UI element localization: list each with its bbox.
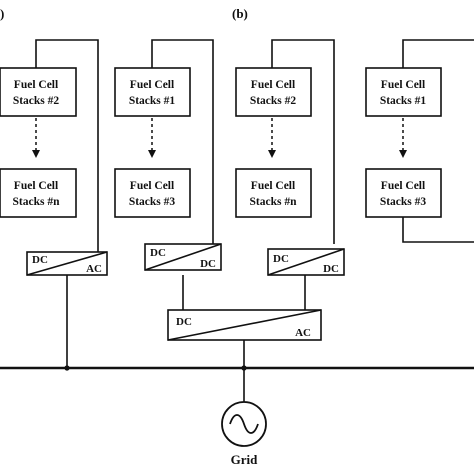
dc-dc-converter: DC DC	[267, 248, 345, 276]
column-4-arrowhead	[399, 150, 407, 158]
converter-output-label: DC	[200, 258, 216, 270]
converter-input-label: DC	[150, 247, 166, 259]
fuel-cell-stack-block: Fuel Cell Stacks #n	[0, 168, 77, 218]
fuel-cell-stack-block: Fuel Cell Stacks #2	[0, 67, 77, 117]
block-label-line2: Stacks #1	[380, 95, 427, 107]
dcdc-to-inverter-wiring	[182, 275, 306, 310]
column-3-wiring	[271, 39, 335, 244]
bus-junction-center	[241, 365, 247, 371]
converter-output-label: AC	[295, 327, 311, 339]
bus-junction-left	[64, 365, 70, 371]
fuel-cell-stack-block: Fuel Cell Stacks #1	[365, 67, 442, 117]
block-label-line1: Fuel Cell	[381, 180, 425, 192]
converter-output-label: DC	[323, 263, 339, 275]
column-3-arrowhead	[268, 150, 276, 158]
block-label-line2: Stacks #2	[13, 95, 60, 107]
block-label-line1: Fuel Cell	[251, 79, 295, 91]
converter-input-label: DC	[176, 316, 192, 328]
fuel-cell-stack-block: Fuel Cell Stacks #3	[365, 168, 442, 218]
block-label-line2: Stacks #1	[129, 95, 176, 107]
converter-input-label: DC	[273, 253, 289, 265]
sine-wave-icon	[229, 414, 259, 434]
dc-dc-converter: DC DC	[144, 243, 222, 271]
column-1-arrowhead	[32, 150, 40, 158]
central-dc-ac-inverter: DC AC	[167, 309, 322, 341]
block-label-line2: Stacks #3	[380, 196, 427, 208]
fuel-cell-stack-block: Fuel Cell Stacks #1	[114, 67, 191, 117]
panel-label-b: (b)	[232, 6, 248, 21]
block-label-line1: Fuel Cell	[14, 79, 58, 91]
grid-label: Grid	[231, 452, 258, 467]
fuel-cell-stack-block: Fuel Cell Stacks #2	[235, 67, 312, 117]
block-label-line1: Fuel Cell	[130, 79, 174, 91]
block-label-line1: Fuel Cell	[130, 180, 174, 192]
block-label-line1: Fuel Cell	[14, 180, 58, 192]
column-2-arrowhead	[148, 150, 156, 158]
converter-output-label: AC	[86, 263, 102, 275]
block-label-line2: Stacks #n	[13, 196, 61, 208]
column-2-wiring	[151, 39, 214, 244]
block-label-line2: Stacks #3	[129, 196, 176, 208]
block-label-line2: Stacks #2	[250, 95, 297, 107]
panel-label-a-fragment: )	[0, 6, 4, 21]
block-label-line1: Fuel Cell	[381, 79, 425, 91]
fuel-cell-stack-block: Fuel Cell Stacks #3	[114, 168, 191, 218]
grid-ac-source	[221, 401, 267, 447]
block-label-line1: Fuel Cell	[251, 180, 295, 192]
converter-input-label: DC	[32, 254, 48, 266]
block-label-line2: Stacks #n	[250, 196, 298, 208]
column-1-wiring	[35, 39, 99, 368]
column-4-wiring	[402, 39, 474, 243]
fuel-cell-stack-block: Fuel Cell Stacks #n	[235, 168, 312, 218]
dc-ac-inverter: DC AC	[26, 251, 108, 276]
